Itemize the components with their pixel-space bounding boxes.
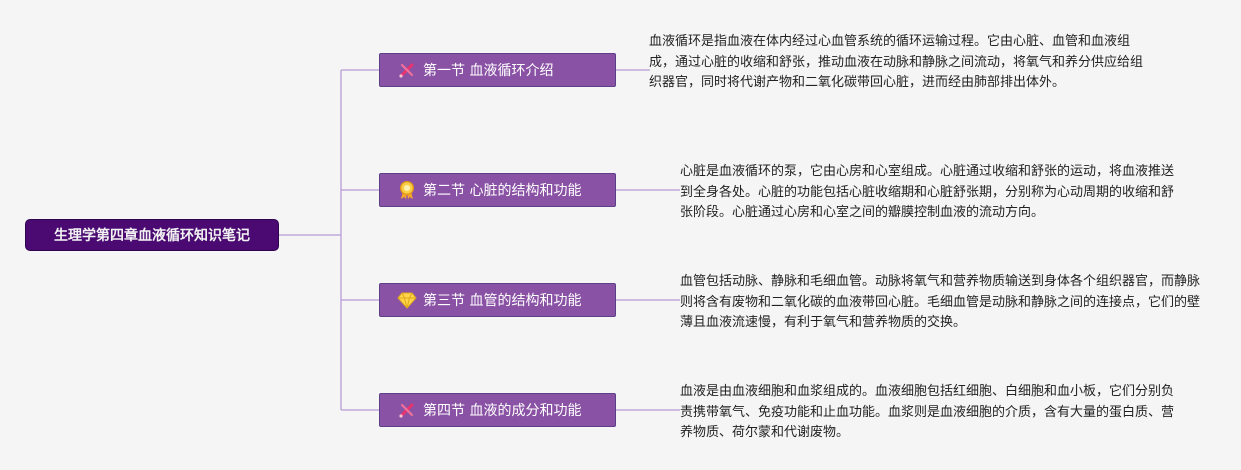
section-title: 第三节 血管的结构和功能 (423, 293, 582, 309)
section-node-4[interactable]: 第四节 血液的成分和功能 (379, 393, 616, 427)
medal-icon (399, 180, 415, 200)
section-title: 第一节 血液循环介绍 (423, 63, 554, 79)
root-title: 生理学第四章血液循环知识笔记 (54, 228, 250, 244)
pen-ruler-icon (399, 63, 414, 78)
root-topic[interactable]: 生理学第四章血液循环知识笔记 (25, 219, 279, 251)
section-title: 第二节 心脏的结构和功能 (423, 183, 582, 199)
section-note-1: 血液循环是指血液在体内经过心血管系统的循环运输过程。它由心脏、血管和血液组成，通… (649, 34, 1144, 90)
section-title: 第四节 血液的成分和功能 (423, 403, 582, 419)
section-node-1[interactable]: 第一节 血液循环介绍 (379, 53, 616, 87)
pen-ruler-icon (399, 403, 414, 418)
diamond-icon (397, 292, 417, 309)
section-node-2[interactable]: 第二节 心脏的结构和功能 (379, 173, 616, 207)
section-note-2: 心脏是血液循环的泵，它由心房和心室组成。心脏通过收缩和舒张的运动，将血液推送到全… (680, 164, 1175, 220)
section-note-3: 血管包括动脉、静脉和毛细血管。动脉将氧气和营养物质输送到身体各个组织器官，而静脉… (680, 274, 1201, 330)
section-node-3[interactable]: 第三节 血管的结构和功能 (379, 283, 616, 317)
section-note-4: 血液是由血液细胞和血浆组成的。血液细胞包括红细胞、白细胞和血小板，它们分别负责携… (680, 384, 1175, 440)
